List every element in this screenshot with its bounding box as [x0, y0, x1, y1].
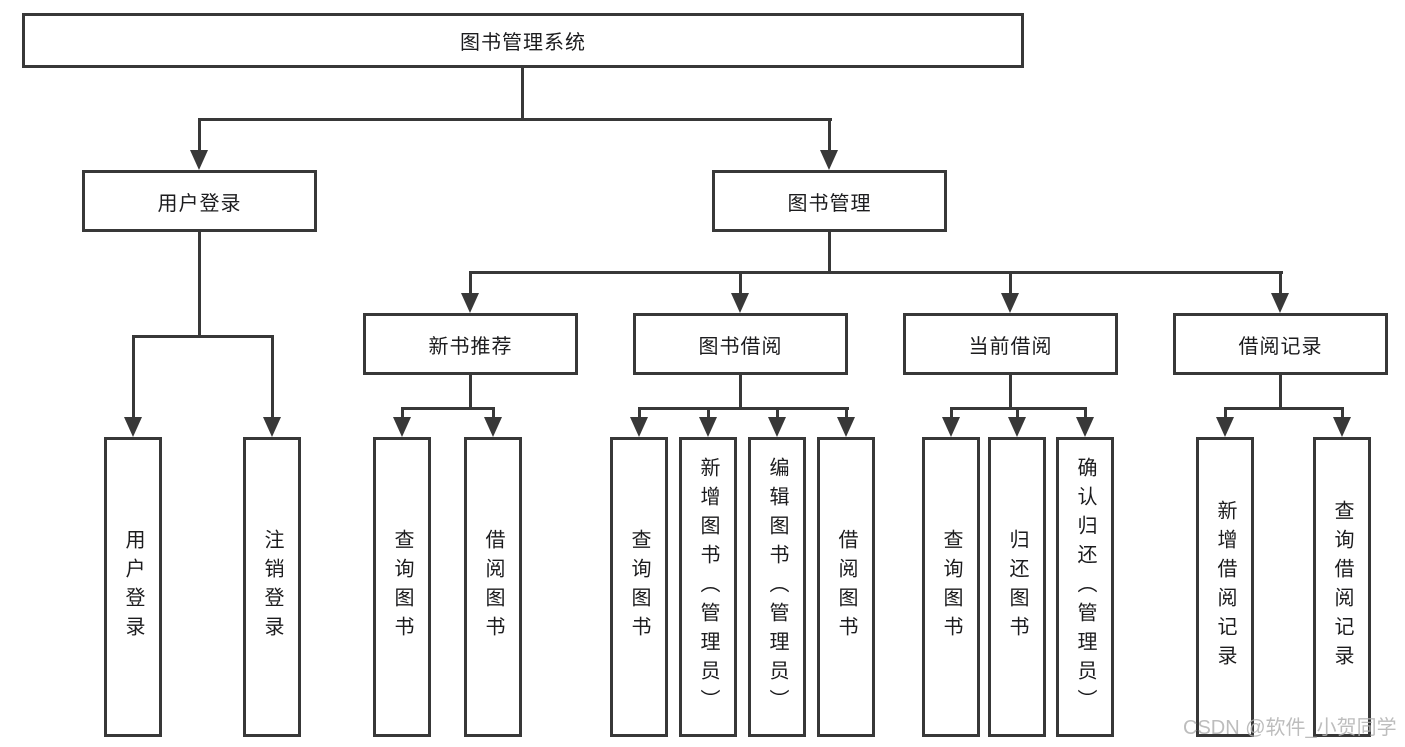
node-label: 新书推荐 [428, 335, 513, 358]
leaf-add-book-admin: 新增图书（管理员） [679, 437, 737, 737]
arrowhead-icon [1216, 417, 1234, 437]
leaf-label: 注销登录 [261, 529, 283, 645]
connector-line [1009, 274, 1012, 293]
connector-line [492, 410, 495, 417]
leaf-borrow-books-recommend: 借阅图书 [464, 437, 522, 737]
leaf-label: 新增图书（管理员） [697, 456, 719, 718]
node-library-management-system: 图书管理系统 [22, 13, 1024, 68]
connector-line [1279, 375, 1282, 410]
arrowhead-icon [1001, 293, 1019, 313]
connector-line [271, 338, 274, 417]
connector-line [132, 338, 135, 417]
arrowhead-icon [1271, 293, 1289, 313]
connector-line [469, 271, 1283, 274]
node-label: 借阅记录 [1238, 335, 1323, 358]
node-borrowing-records: 借阅记录 [1173, 313, 1388, 375]
node-label: 图书管理 [787, 192, 872, 215]
leaf-label: 查询图书 [628, 529, 650, 645]
connector-line [401, 410, 404, 417]
connector-line [950, 410, 953, 417]
connector-line [707, 410, 710, 417]
leaf-label: 归还图书 [1006, 529, 1028, 645]
leaf-query-books-recommend: 查询图书 [373, 437, 431, 737]
arrowhead-icon [699, 417, 717, 437]
connector-line [1341, 410, 1344, 417]
connector-line [1016, 410, 1019, 417]
leaf-add-borrow-record: 新增借阅记录 [1196, 437, 1254, 737]
leaf-label: 借阅图书 [835, 529, 857, 645]
leaf-borrow-books: 借阅图书 [817, 437, 875, 737]
connector-line [1009, 375, 1012, 410]
connector-line [1084, 410, 1087, 417]
connector-line [638, 410, 641, 417]
leaf-query-books-borrowing: 查询图书 [610, 437, 668, 737]
arrowhead-icon [630, 417, 648, 437]
leaf-label: 编辑图书（管理员） [766, 456, 788, 718]
connector-line [469, 274, 472, 293]
connector-line [1224, 407, 1344, 410]
leaf-logout-login: 注销登录 [243, 437, 301, 737]
connector-line [828, 232, 831, 274]
arrowhead-icon [263, 417, 281, 437]
node-label: 图书管理系统 [460, 32, 586, 54]
watermark: CSDN @软件_小贺同学 [1183, 717, 1397, 739]
node-label: 用户登录 [157, 192, 242, 215]
node-user-login: 用户登录 [82, 170, 317, 232]
connector-line [198, 118, 832, 121]
leaf-label: 查询借阅记录 [1331, 500, 1353, 674]
leaf-label: 借阅图书 [482, 529, 504, 645]
arrowhead-icon [1333, 417, 1351, 437]
arrowhead-icon [190, 150, 208, 170]
connector-line [776, 410, 779, 417]
arrowhead-icon [768, 417, 786, 437]
node-book-borrowing: 图书借阅 [633, 313, 848, 375]
connector-line [845, 410, 848, 417]
connector-line [950, 407, 1087, 410]
connector-line [739, 375, 742, 410]
node-label: 当前借阅 [968, 335, 1053, 358]
connector-line [198, 232, 201, 338]
arrowhead-icon [820, 150, 838, 170]
leaf-label: 查询图书 [940, 529, 962, 645]
leaf-user-login: 用户登录 [104, 437, 162, 737]
leaf-label: 新增借阅记录 [1214, 500, 1236, 674]
leaf-return-books: 归还图书 [988, 437, 1046, 737]
connector-line [469, 375, 472, 410]
leaf-confirm-return-admin: 确认归还（管理员） [1056, 437, 1114, 737]
leaf-label: 确认归还（管理员） [1074, 456, 1096, 718]
connector-line [828, 121, 831, 151]
arrowhead-icon [393, 417, 411, 437]
arrowhead-icon [484, 417, 502, 437]
arrowhead-icon [942, 417, 960, 437]
leaf-label: 查询图书 [391, 529, 413, 645]
connector-line [739, 274, 742, 293]
arrowhead-icon [1008, 417, 1026, 437]
arrowhead-icon [124, 417, 142, 437]
leaf-query-borrow-record: 查询借阅记录 [1313, 437, 1371, 737]
arrowhead-icon [731, 293, 749, 313]
connector-line [198, 121, 201, 151]
connector-line [1224, 410, 1227, 417]
node-new-book-recommendation: 新书推荐 [363, 313, 578, 375]
connector-line [132, 335, 274, 338]
node-label: 图书借阅 [698, 335, 783, 358]
connector-line [401, 407, 495, 410]
connector-line [521, 68, 524, 121]
arrowhead-icon [1076, 417, 1094, 437]
node-book-management: 图书管理 [712, 170, 947, 232]
leaf-query-books-current: 查询图书 [922, 437, 980, 737]
arrowhead-icon [461, 293, 479, 313]
connector-line [1279, 274, 1282, 293]
connector-line [638, 407, 849, 410]
leaf-label: 用户登录 [122, 529, 144, 645]
node-current-borrowing: 当前借阅 [903, 313, 1118, 375]
leaf-edit-book-admin: 编辑图书（管理员） [748, 437, 806, 737]
arrowhead-icon [837, 417, 855, 437]
